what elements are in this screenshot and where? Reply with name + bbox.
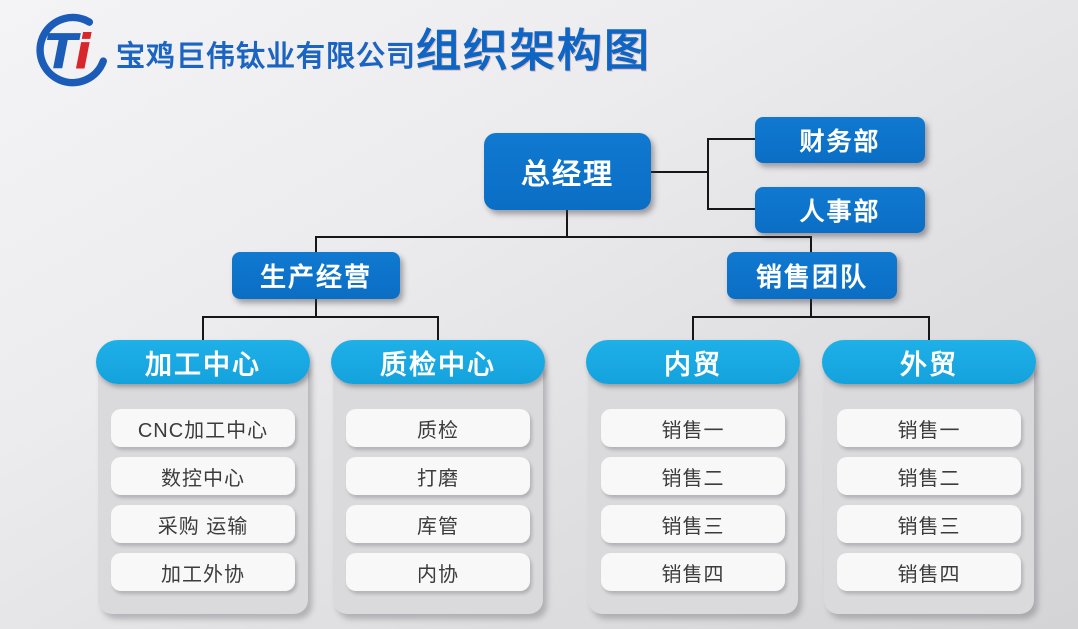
connector-groups-left-horizontal (202, 316, 439, 318)
page-title: 组织架构图 (416, 25, 652, 76)
org-item: 销售二 (837, 457, 1021, 495)
node-production-operations: 生产经营 (232, 252, 400, 299)
column-qc-center: 质检中心 质检 打磨 库管 内协 (331, 340, 545, 616)
org-item: 销售四 (837, 553, 1021, 591)
connector-hr-stub (707, 208, 755, 210)
header: 宝鸡巨伟钛业有限公司 组织架构图 (116, 14, 651, 79)
connector-machining-drop (202, 316, 204, 340)
group-header-machining-center: 加工中心 (96, 340, 310, 384)
connector-branch-a-drop (315, 236, 317, 252)
org-item: 销售三 (601, 505, 785, 543)
connector-finance-stub (707, 138, 755, 140)
org-item: 销售三 (837, 505, 1021, 543)
org-item: 销售二 (601, 457, 785, 495)
org-item: 销售一 (601, 409, 785, 447)
column-domestic-trade: 内贸 销售一 销售二 销售三 销售四 (586, 340, 800, 616)
org-item: 销售四 (601, 553, 785, 591)
org-item: 内协 (346, 553, 530, 591)
connector-groups-right-horizontal (692, 316, 930, 318)
group-header-foreign-trade: 外贸 (822, 340, 1036, 384)
company-logo-icon: T i (36, 13, 108, 87)
column-foreign-trade: 外贸 销售一 销售二 销售三 销售四 (822, 340, 1036, 616)
svg-text:T: T (45, 25, 82, 81)
org-item: 数控中心 (111, 457, 295, 495)
svg-text:i: i (74, 25, 92, 81)
org-item: 采购 运输 (111, 505, 295, 543)
node-hr-dept: 人事部 (755, 187, 925, 233)
connector-branch-horizontal (315, 236, 812, 238)
connector-qc-drop (437, 316, 439, 340)
org-item: CNC加工中心 (111, 409, 295, 447)
company-name: 宝鸡巨伟钛业有限公司 (116, 41, 417, 73)
org-item: 销售一 (837, 409, 1021, 447)
node-finance-dept: 财务部 (755, 117, 925, 163)
connector-domestic-drop (692, 316, 694, 340)
connector-staff-vertical (707, 139, 709, 210)
node-sales-team: 销售团队 (727, 252, 897, 299)
connector-root-down (566, 210, 568, 237)
group-header-qc-center: 质检中心 (331, 340, 545, 384)
org-item: 加工外协 (111, 553, 295, 591)
org-item: 打磨 (346, 457, 530, 495)
connector-branch-b-drop (810, 236, 812, 252)
connector-branch-b-down (810, 299, 812, 317)
connector-foreign-drop (928, 316, 930, 340)
node-general-manager: 总经理 (484, 133, 651, 210)
column-machining-center: 加工中心 CNC加工中心 数控中心 采购 运输 加工外协 (96, 340, 310, 616)
org-item: 质检 (346, 409, 530, 447)
group-header-domestic-trade: 内贸 (586, 340, 800, 384)
connector-branch-a-down (315, 299, 317, 317)
connector-root-right (651, 171, 708, 173)
org-item: 库管 (346, 505, 530, 543)
